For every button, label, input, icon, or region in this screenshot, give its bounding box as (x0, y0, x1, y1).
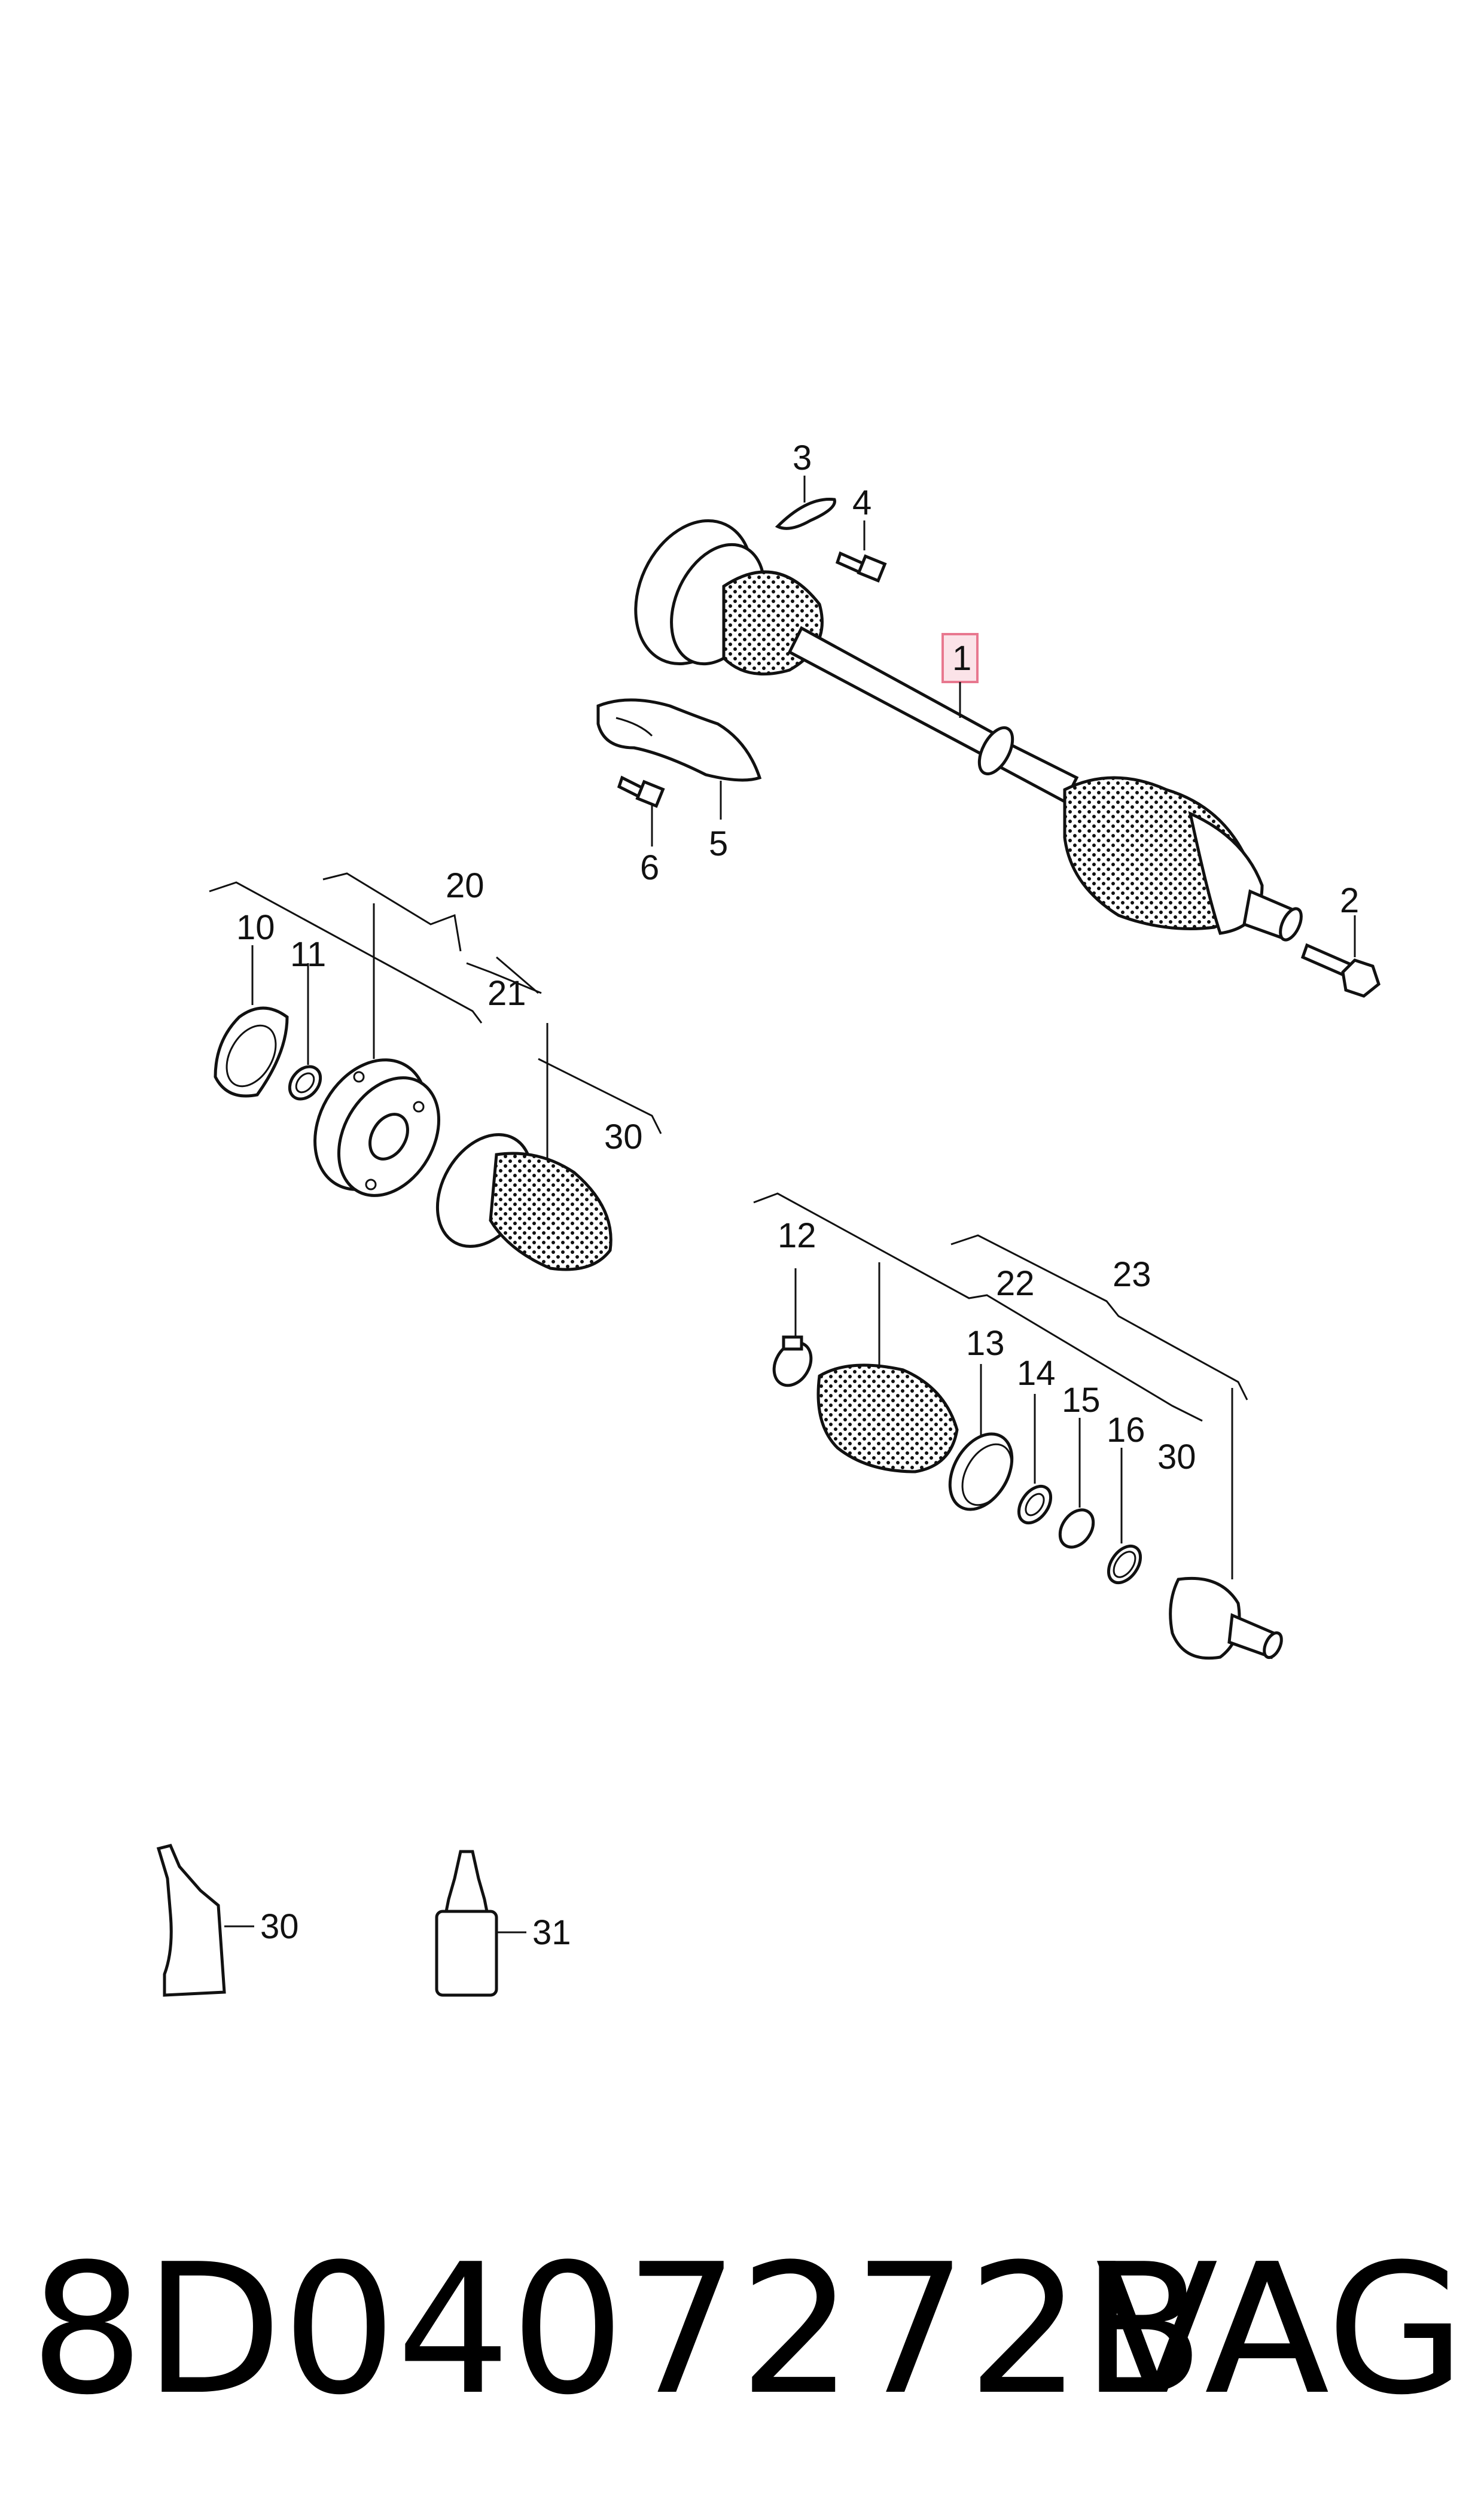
callout-16: 16 (1107, 1411, 1145, 1450)
part-number: 8D0407272BA (30, 2225, 1327, 2434)
callout-2: 2 (1340, 881, 1359, 920)
outer-joint-group (753, 1192, 1248, 1579)
clip-part-3[interactable] (775, 476, 836, 530)
grease-tube-part-30[interactable] (156, 1844, 254, 1997)
callout-1: 1 (952, 639, 971, 678)
callout-22: 22 (996, 1264, 1035, 1303)
outer-cv-joint-part-23[interactable] (1169, 1576, 1285, 1660)
callout-30-tube: 30 (260, 1907, 299, 1946)
clamp-part-13[interactable] (937, 1423, 1025, 1521)
inner-joint-group (209, 872, 662, 1173)
circlip-part-16[interactable] (1102, 1540, 1147, 1589)
footer-caption: 8D0407272BA VAG (30, 2231, 1465, 2429)
drive-shaft-assembly[interactable] (614, 502, 1306, 943)
callout-14: 14 (1017, 1354, 1056, 1393)
callout-4: 4 (852, 483, 871, 522)
spacer-part-15[interactable] (1053, 1503, 1100, 1553)
callout-30-upper: 30 (604, 1118, 643, 1156)
callout-30-lower: 30 (1157, 1438, 1196, 1476)
gasket-part-10[interactable] (214, 1006, 289, 1098)
callout-5: 5 (709, 824, 728, 863)
callout-11: 11 (290, 935, 326, 974)
boot-part-21[interactable] (418, 1118, 613, 1271)
heat-shield-part-5[interactable] (596, 698, 762, 820)
callout-21: 21 (487, 974, 526, 1013)
callout-6: 6 (640, 848, 659, 887)
callout-20: 20 (446, 866, 484, 905)
screw-part-4[interactable] (835, 520, 887, 583)
callout-10: 10 (236, 908, 275, 947)
ring-part-14[interactable] (1012, 1481, 1057, 1529)
callout-31: 31 (532, 1913, 571, 1952)
bottle-part-31[interactable] (435, 1850, 526, 1997)
screw-part-6[interactable] (617, 775, 665, 847)
circlip-part-11[interactable] (284, 1061, 327, 1105)
callout-13: 13 (966, 1324, 1005, 1363)
clamp-part-12[interactable] (767, 1335, 818, 1392)
callout-12: 12 (778, 1216, 816, 1255)
callout-1-highlight (941, 633, 979, 683)
callout-15: 15 (1062, 1381, 1101, 1420)
callout-23: 23 (1113, 1255, 1151, 1294)
outer-boot[interactable] (816, 1363, 959, 1473)
callout-3: 3 (793, 439, 812, 477)
cv-joint-part-20[interactable] (292, 1040, 459, 1214)
bolt-part-2[interactable] (1300, 915, 1381, 998)
brand-name: VAG (1095, 2225, 1465, 2434)
